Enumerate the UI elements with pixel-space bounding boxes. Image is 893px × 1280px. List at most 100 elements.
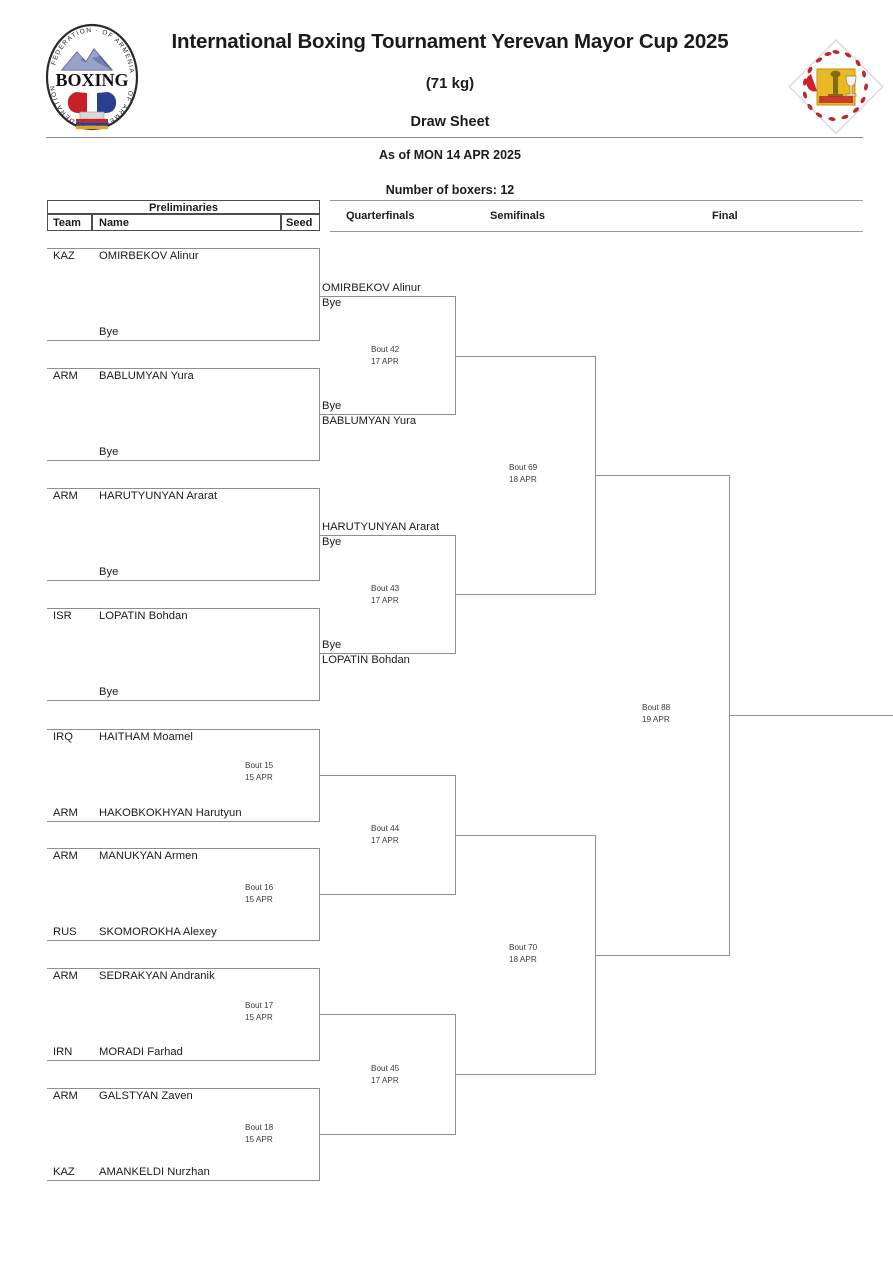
- boxer-count: Number of boxers: 12: [385, 183, 515, 197]
- prelim-bottom-line: [47, 821, 320, 823]
- seed-header-label: Seed: [286, 217, 313, 229]
- quarterfinals-header-label: Quarterfinals: [346, 210, 415, 222]
- prelim-connector: [319, 729, 321, 822]
- bout-number: Bout 43: [371, 584, 400, 593]
- bout-date: 18 APR: [509, 954, 537, 964]
- prelim-name: HARUTYUNYAN Ararat: [99, 490, 218, 502]
- prelim-name: Bye: [99, 446, 119, 458]
- preliminaries-header-cell: [47, 200, 320, 214]
- sf-bottom-line: [455, 1074, 596, 1076]
- prelim-name: SKOMOROKHA Alexey: [99, 926, 217, 938]
- tournament-emblem-logo: [786, 38, 886, 138]
- prelim-name: AMANKELDI Nurzhan: [99, 1166, 210, 1178]
- bout-date: 17 APR: [371, 1075, 399, 1085]
- bout-date: 18 APR: [509, 474, 537, 484]
- prelim-team: RUS: [53, 926, 77, 938]
- prelim-bout-label: Bout 17 15 APR: [245, 1000, 273, 1023]
- sf-bout-label: Bout 69 18 APR: [509, 462, 537, 485]
- bout-number: Bout 15: [245, 761, 274, 770]
- prelim-team: ARM: [53, 490, 78, 502]
- prelim-team: KAZ: [53, 250, 75, 262]
- qf-bout-label: Bout 43 17 APR: [371, 583, 399, 606]
- bout-date: 15 APR: [245, 894, 273, 904]
- prelim-team: ARM: [53, 807, 78, 819]
- bout-date: 15 APR: [245, 1012, 273, 1022]
- bout-date: 17 APR: [371, 835, 399, 845]
- final-header-label: Final: [712, 210, 738, 222]
- bout-date: 19 APR: [642, 714, 670, 724]
- prelim-name: OMIRBEKOV Alinur: [99, 250, 199, 262]
- sf-bottom-line: [455, 594, 596, 596]
- bout-number: Bout 42: [371, 345, 400, 354]
- qf-bottom-line: [320, 414, 456, 416]
- page-title: International Boxing Tournament Yerevan …: [171, 30, 729, 53]
- as-of-date: As of MON 14 APR 2025: [379, 148, 521, 162]
- qf-bottom-line: [320, 653, 456, 655]
- bout-number: Bout 16: [245, 883, 274, 892]
- qf-bout-label: Bout 45 17 APR: [371, 1063, 399, 1086]
- prelim-top-line: [47, 368, 320, 370]
- team-header-label: Team: [53, 217, 81, 229]
- bout-number: Bout 18: [245, 1123, 274, 1132]
- final-bout-label: Bout 88 19 APR: [642, 702, 670, 725]
- prelim-name: Bye: [99, 566, 119, 578]
- prelim-team: ARM: [53, 970, 78, 982]
- prelim-name: MANUKYAN Armen: [99, 850, 198, 862]
- prelim-bottom-line: [47, 1180, 320, 1182]
- qf-bout-label: Bout 42 17 APR: [371, 344, 399, 367]
- prelim-bottom-line: [47, 460, 320, 462]
- bout-date: 17 APR: [371, 356, 399, 366]
- prelim-name: LOPATIN Bohdan: [99, 610, 188, 622]
- prelim-top-line: [47, 729, 320, 731]
- champion-line: [729, 715, 893, 717]
- prelim-bout-label: Bout 16 15 APR: [245, 882, 273, 905]
- bout-number: Bout 70: [509, 943, 538, 952]
- name-header-label: Name: [99, 217, 129, 229]
- prelim-connector: [319, 608, 321, 701]
- name-header-cell: [92, 214, 281, 231]
- prelim-top-line: [47, 248, 320, 250]
- prelim-bottom-line: [47, 940, 320, 942]
- qf-top-line: [320, 1014, 456, 1016]
- qf-slot-name: LOPATIN Bohdan: [322, 654, 410, 666]
- boxing-federation-of-armenia-logo: FEDERATION · OF ARMENIA OF ARMENIA · FED…: [36, 22, 148, 132]
- prelim-bottom-line: [47, 700, 320, 702]
- qf-connector: [455, 296, 457, 415]
- prelim-name: HAITHAM Moamel: [99, 731, 193, 743]
- prelim-top-line: [47, 1088, 320, 1090]
- prelim-connector: [319, 1088, 321, 1181]
- qf-bout-label: Bout 44 17 APR: [371, 823, 399, 846]
- prelim-name: SEDRAKYAN Andranik: [99, 970, 215, 982]
- qf-slot-name: Bye: [322, 639, 342, 651]
- logo-wordmark: BOXING: [55, 70, 128, 90]
- prelim-connector: [319, 488, 321, 581]
- prelim-bottom-line: [47, 580, 320, 582]
- bout-date: 15 APR: [245, 1134, 273, 1144]
- prelim-team: ARM: [53, 850, 78, 862]
- bout-number: Bout 17: [245, 1001, 274, 1010]
- bout-number: Bout 45: [371, 1064, 400, 1073]
- prelim-team: IRN: [53, 1046, 73, 1058]
- prelim-connector: [319, 248, 321, 341]
- weight-category: (71 kg): [425, 75, 475, 92]
- prelim-name: BABLUMYAN Yura: [99, 370, 194, 382]
- stage-header-bottom-rule: [330, 231, 863, 232]
- stage-header-top-rule: [330, 200, 863, 201]
- prelim-top-line: [47, 968, 320, 970]
- sf-top-line: [455, 356, 596, 358]
- header-divider-left: [46, 137, 366, 138]
- prelim-connector: [319, 848, 321, 941]
- document-type: Draw Sheet: [410, 114, 490, 130]
- qf-bottom-line: [320, 894, 456, 896]
- header-divider-right: [366, 137, 863, 138]
- prelim-top-line: [47, 848, 320, 850]
- qf-slot-name: Bye: [322, 536, 342, 548]
- bout-number: Bout 44: [371, 824, 400, 833]
- sf-top-line: [455, 835, 596, 837]
- seed-header-cell: [281, 214, 320, 231]
- prelim-name: GALSTYAN Zaven: [99, 1090, 193, 1102]
- prelim-connector: [319, 368, 321, 461]
- bout-date: 15 APR: [245, 772, 273, 782]
- prelim-team: ISR: [53, 610, 72, 622]
